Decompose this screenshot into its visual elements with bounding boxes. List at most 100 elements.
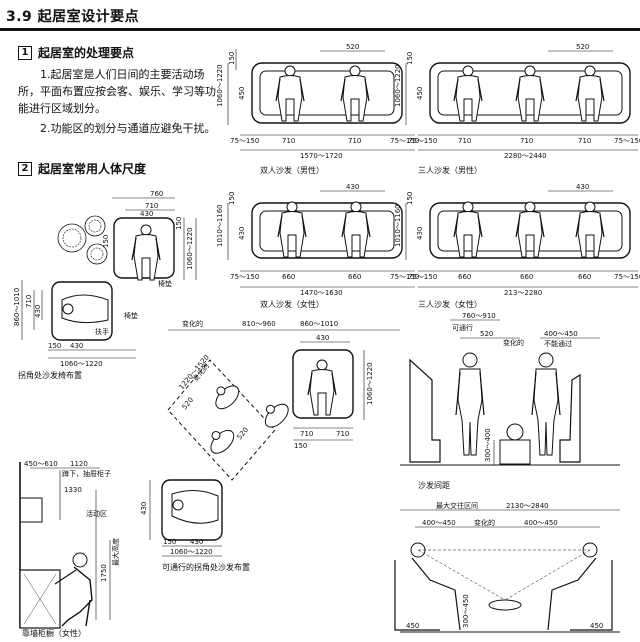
label-cushion: 椅垫 <box>124 311 138 320</box>
section-title: 起居室常用人体尺度 <box>38 162 147 176</box>
dim-side-right: 75～150 <box>614 273 640 281</box>
dim-d5: 150 <box>175 217 183 230</box>
dim-h: 150 <box>228 52 236 65</box>
sofa-caption: 双人沙发（女性） <box>260 299 324 309</box>
dim-d9-b: 710 <box>336 430 349 438</box>
dim-d4: 450 <box>406 622 419 630</box>
spacing-caption: 沙发间距 <box>418 480 450 490</box>
dim-d3: 400～450 <box>544 330 578 338</box>
passable-corner-layout: 变化的 810～960 860～1010 430 1060～1220 1220～… <box>140 319 400 572</box>
dim-d1: 760～910 <box>462 312 496 320</box>
dim-seat-2: 710 <box>520 137 533 145</box>
paragraph-1: 1.起居室是人们日间的主要活动场所，平面布置应按会客、娱乐、学习等功能进行区域划… <box>18 68 216 115</box>
dim-d2: 1120 <box>70 460 88 468</box>
paragraph-2: 2.功能区的划分与通道应避免干扰。 <box>40 122 216 135</box>
dim-depth: 1060～1220 <box>216 64 224 107</box>
corner-sofa-layout: 760 710 430 1060～1220 150 860～1010 710 4… <box>13 190 197 380</box>
section-1-heading: 1 起居室的处理要点 <box>18 44 134 61</box>
corner-caption: 拐角处沙发椅布置 <box>18 370 82 380</box>
section-number: 1 <box>18 45 32 60</box>
dim-d4: 1060～1220 <box>186 227 194 270</box>
dim-d3: 430 <box>140 210 153 218</box>
dim-seat-left: 660 <box>282 273 295 281</box>
label-passable: 可通行 <box>452 323 473 332</box>
sofa-two-seat-female: 1010～1160 150 430 430 75～150 660 660 75～… <box>216 183 419 309</box>
dim-d9: 150 <box>48 342 61 350</box>
dim-d10: 1060～1220 <box>60 360 103 368</box>
dim-depth: 1010～1160 <box>394 204 402 247</box>
dim-seat-3: 710 <box>578 137 591 145</box>
dim-top: 520 <box>346 43 359 51</box>
dim-side-left: 75～150 <box>408 137 437 145</box>
dim-d11: 430 <box>70 342 83 350</box>
dim-top: 430 <box>346 183 359 191</box>
dim-d7: 520 <box>180 396 195 411</box>
passage-caption: 可通行的拐角处沙发布置 <box>162 562 250 572</box>
dim-h: 150 <box>228 192 236 205</box>
label-no-pass: 不能通过 <box>544 339 572 348</box>
dim-d2: 400～450 <box>422 519 456 527</box>
dim-total: 1570～1720 <box>300 152 343 160</box>
dim-d12: 150 <box>163 538 176 546</box>
dim-seat-2: 660 <box>520 273 533 281</box>
header-rule <box>0 28 640 31</box>
wall-cabinet-elevation: 450～610 1120 蹲下，抽屉柜子 1330 活动区 1750 最大高度 … <box>19 460 120 638</box>
sofa-caption: 三人沙发（男性） <box>418 165 482 175</box>
dim-d3: 1330 <box>64 486 82 494</box>
label-activity-zone: 活动区 <box>86 509 107 518</box>
dim-side-left: 75～150 <box>230 137 259 145</box>
dim-d3: 400～450 <box>524 519 558 527</box>
dim-total: 213～2280 <box>504 289 542 297</box>
conversation-elevation: 最大交往区间 2130～2840 400～450 变化的 400～450 450… <box>394 501 620 633</box>
dim-seat-left: 710 <box>282 137 295 145</box>
dim-side-left: 75～150 <box>230 273 259 281</box>
dim-back: 430 <box>416 227 424 240</box>
label-armrest: 扶手 <box>95 327 109 336</box>
page-title: 3.9 起居室设计要点 <box>6 9 140 25</box>
dim-seat-1: 710 <box>458 137 471 145</box>
dim-d4: 1060～1220 <box>366 362 374 405</box>
label-variable: 变化的 <box>503 338 524 347</box>
sofa-spacing-elevation: 760～910 可通行 520 变化的 400～450 不能通过 300～400… <box>400 312 620 490</box>
dim-back: 450 <box>416 87 424 100</box>
sofa-caption: 双人沙发（男性） <box>260 165 324 175</box>
dim-seat-right: 710 <box>348 137 361 145</box>
dim-side-right: 75～150 <box>390 273 419 281</box>
label-max-height: 最大高度 <box>111 538 120 566</box>
page-header: 3.9 起居室设计要点 <box>0 0 640 31</box>
dim-seat-3: 660 <box>578 273 591 281</box>
dim-back: 450 <box>238 87 246 100</box>
dim-d11: 430 <box>140 502 148 515</box>
cabinet-caption: 靠墙柜橱（女性） <box>22 628 86 638</box>
dim-d9-a: 710 <box>300 430 313 438</box>
dim-d8: 430 <box>34 305 42 318</box>
dim-d8: 520 <box>235 426 250 441</box>
sofa-three-seat-male: 1060～1220 150 450 520 75～150 710 710 710… <box>394 43 640 175</box>
dim-depth: 1010～1160 <box>216 204 224 247</box>
dim-side-left: 75～150 <box>408 273 437 281</box>
section-number: 2 <box>18 161 32 176</box>
sofa-caption: 三人沙发（女性） <box>418 299 482 309</box>
dim-d10: 150 <box>294 442 307 450</box>
dim-d14: 430 <box>190 538 203 546</box>
dim-side-right: 75～150 <box>390 137 419 145</box>
dim-total: 1470～1630 <box>300 289 343 297</box>
dim-d6: 860～1010 <box>13 288 21 326</box>
label-drawer: 蹲下，抽屉柜子 <box>62 469 111 478</box>
label-cushion-top: 椅垫 <box>158 279 172 288</box>
dim-d1: 450～610 <box>24 460 58 468</box>
dim-d4: 300～400 <box>484 428 492 462</box>
dim-d2: 710 <box>145 202 158 210</box>
dim-d3: 430 <box>316 334 329 342</box>
dim-depth: 1060～1220 <box>394 64 402 107</box>
dim-d6: 450 <box>590 622 603 630</box>
sofa-three-seat-female: 1010～1160 150 430 430 75～150 660 660 660… <box>394 183 640 309</box>
dim-h: 150 <box>406 192 414 205</box>
dim-d1: 810～960 <box>242 320 276 328</box>
plant-symbol <box>57 215 108 265</box>
dim-d7: 710 <box>25 295 33 308</box>
dim-seat-1: 660 <box>458 273 471 281</box>
dim-back: 430 <box>238 227 246 240</box>
label-variable: 变化的 <box>182 319 203 328</box>
